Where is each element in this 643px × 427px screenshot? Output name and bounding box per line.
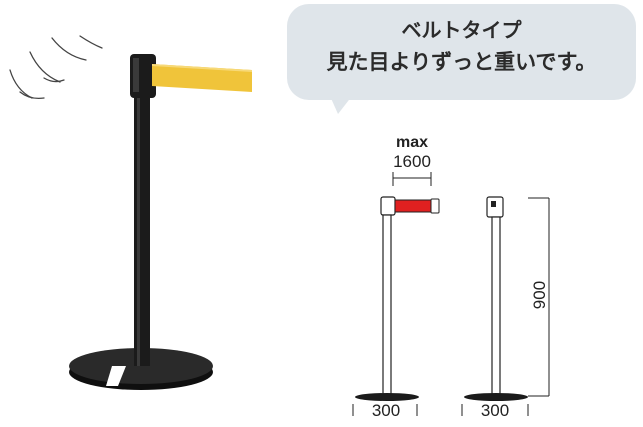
drawing-side-view (461, 196, 550, 416)
speech-bubble-tail (330, 96, 352, 114)
swirl-marks-icon (9, 35, 103, 100)
height-value: 900 (530, 280, 549, 310)
photo-stand-head (130, 54, 156, 98)
speech-bubble-text: ベルトタイプ 見た目よりずっと重いです。 (287, 14, 636, 78)
photo-yellow-belt (152, 64, 252, 92)
speech-bubble (287, 4, 636, 100)
side-base-width-value: 300 (480, 401, 510, 420)
photo-stand-post (134, 94, 150, 366)
max-length-value: 1600 (393, 152, 431, 171)
bubble-message: 見た目よりずっと重いです。 (326, 50, 597, 74)
drawing-front-view (352, 172, 440, 416)
max-label: max (395, 134, 429, 151)
front-base-width-value: 300 (371, 401, 401, 420)
bubble-title: ベルトタイプ (401, 18, 522, 42)
